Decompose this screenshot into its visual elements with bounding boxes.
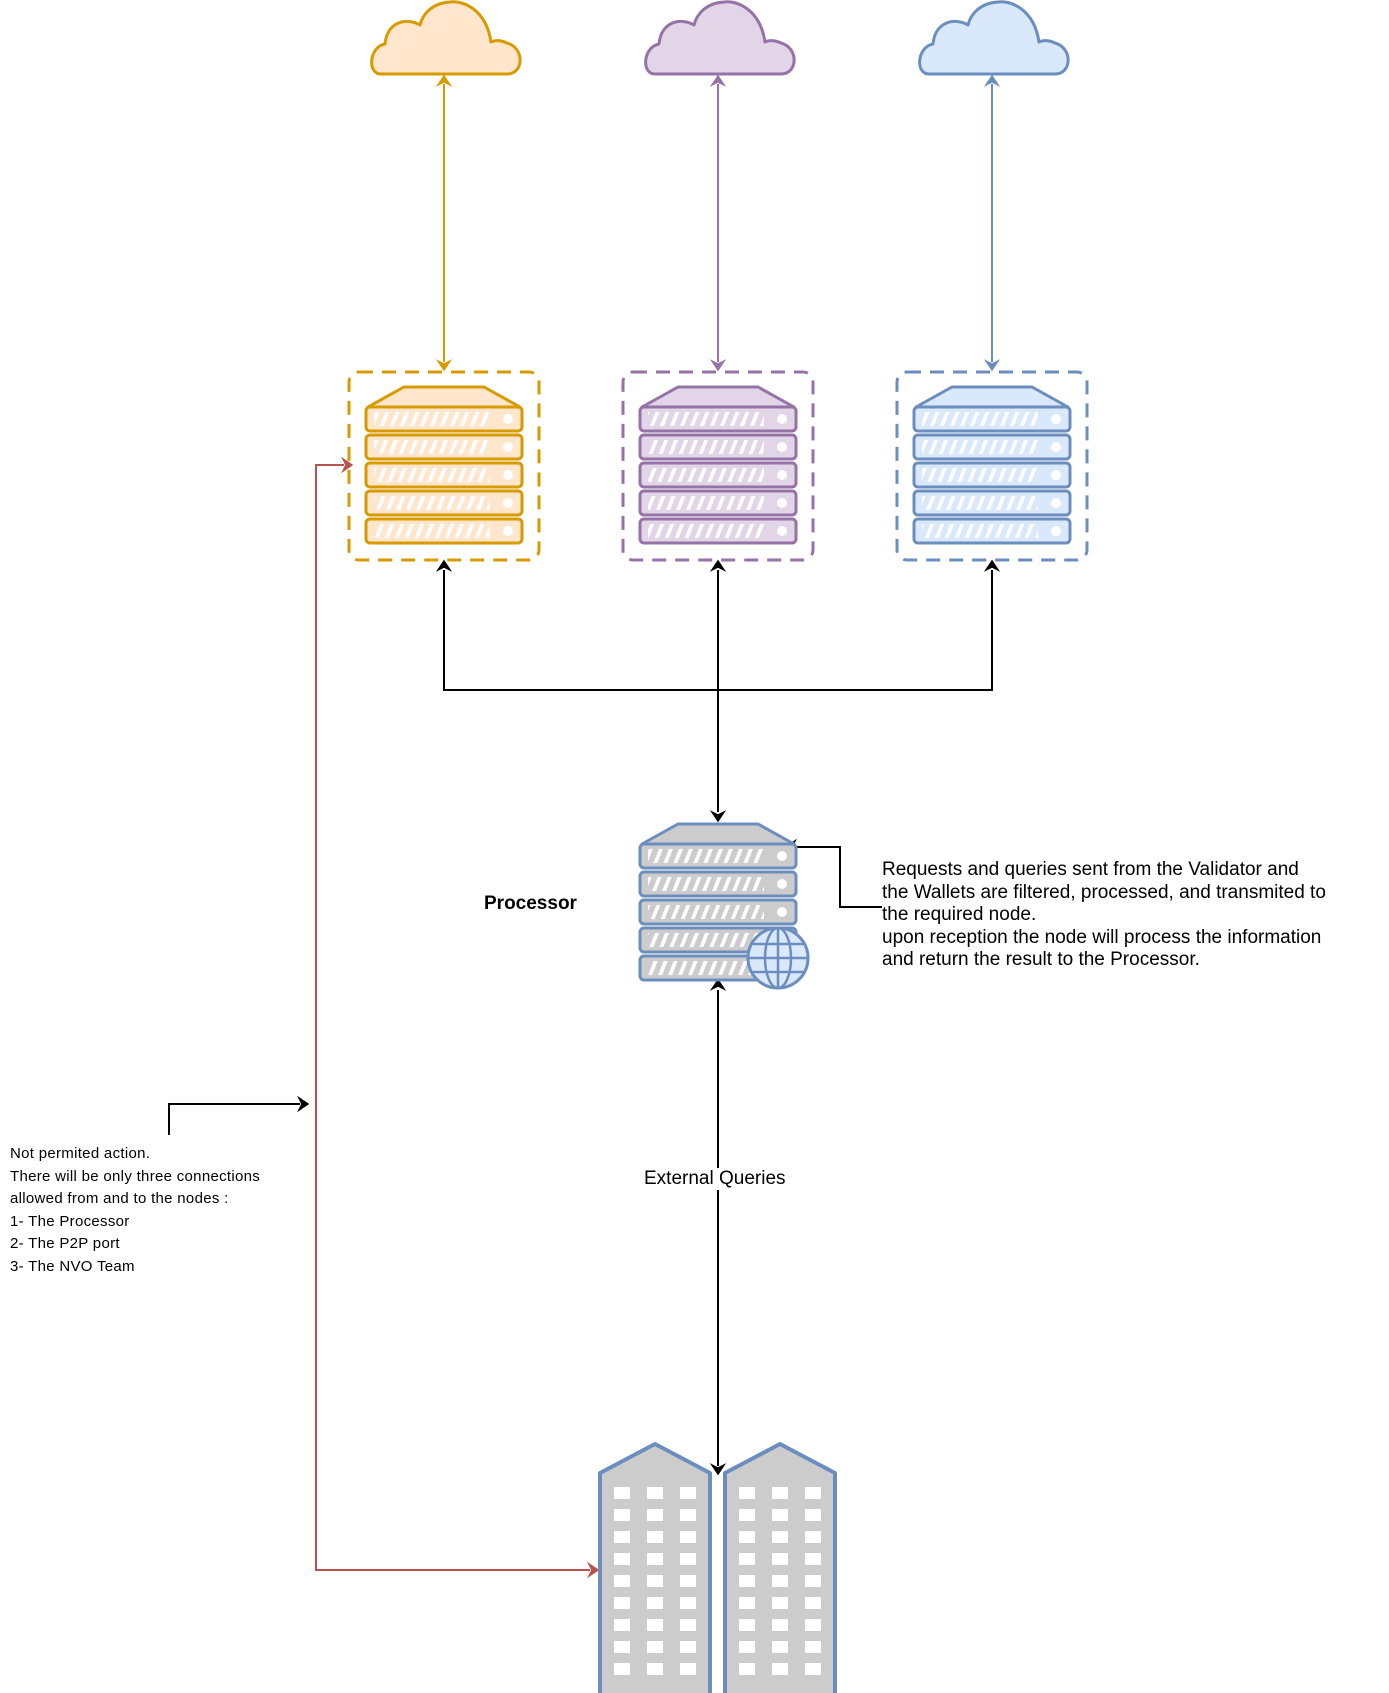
globe-icon <box>746 926 810 990</box>
note-line: Not permited action. <box>10 1145 151 1162</box>
processor-server[interactable] <box>638 822 810 990</box>
office-buildings-icon <box>598 1442 837 1693</box>
processor-label: Processor <box>484 893 577 914</box>
note-line: 2- The P2P port <box>10 1235 120 1252</box>
description-line: the Wallets are filtered, processed, and… <box>882 881 1326 903</box>
restriction-note: Not permited action. There will be only … <box>10 1143 260 1278</box>
note-line: allowed from and to the nodes : <box>10 1190 229 1207</box>
server-rack-icon[interactable] <box>347 370 541 562</box>
server-rack-icon[interactable] <box>895 370 1089 562</box>
cloud-icon <box>918 0 1070 76</box>
cloud-icon <box>644 0 796 76</box>
description-line: the required node. <box>882 904 1037 925</box>
note-line: There will be only three connections <box>10 1167 261 1185</box>
note-line: 1- The Processor <box>10 1212 130 1230</box>
connector-layer <box>168 74 1001 1579</box>
description-line: upon reception the node will process the… <box>882 926 1322 948</box>
processor-description: Requests and queries sent from the Valid… <box>882 859 1382 972</box>
node-layer <box>347 370 1089 562</box>
cloud-layer <box>370 0 1070 76</box>
external-queries-label: External Queries <box>642 1168 788 1190</box>
cloud-icon <box>370 0 522 76</box>
note-line: 3- The NVO Team <box>10 1257 135 1275</box>
description-line: and return the result to the Processor. <box>882 949 1200 970</box>
description-line: Requests and queries sent from the Valid… <box>882 859 1299 880</box>
server-rack-icon[interactable] <box>621 370 815 562</box>
